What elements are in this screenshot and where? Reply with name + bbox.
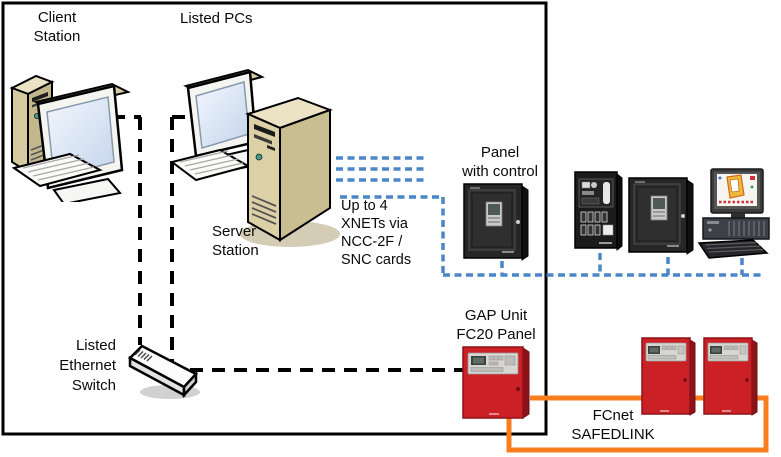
fcnet-safedlink-label: FCnet SAFEDLINK [571, 407, 655, 443]
ethernet-switch-icon [127, 344, 200, 399]
xnet-connection-lines [336, 156, 762, 277]
panel-with-control-label: Panel with control [462, 144, 538, 180]
xnets-note-label: Up to 4 XNETs via NCC-2F / SNC cards [341, 198, 412, 268]
black-fire-panel-icon [627, 176, 697, 256]
client-station-label: Client Station [33, 9, 81, 45]
red-fire-panel-icon [462, 346, 530, 419]
ethernet-switch-label: Listed Ethernet Switch [59, 337, 116, 394]
listed-pcs-label: Listed PCs [180, 10, 253, 27]
graphic-workstation-icon [697, 168, 770, 259]
server-station-label: Server Station [212, 223, 259, 259]
voice-evac-panel-icon [574, 171, 623, 252]
server-tower-computer-icon [172, 68, 340, 247]
red-fire-panel-icon [702, 336, 760, 418]
desktop-computer-icon [9, 74, 131, 202]
system-boundary-box [1, 1, 548, 436]
gap-unit-label: GAP Unit FC20 Panel [456, 307, 536, 343]
black-fire-panel-icon [462, 182, 532, 262]
